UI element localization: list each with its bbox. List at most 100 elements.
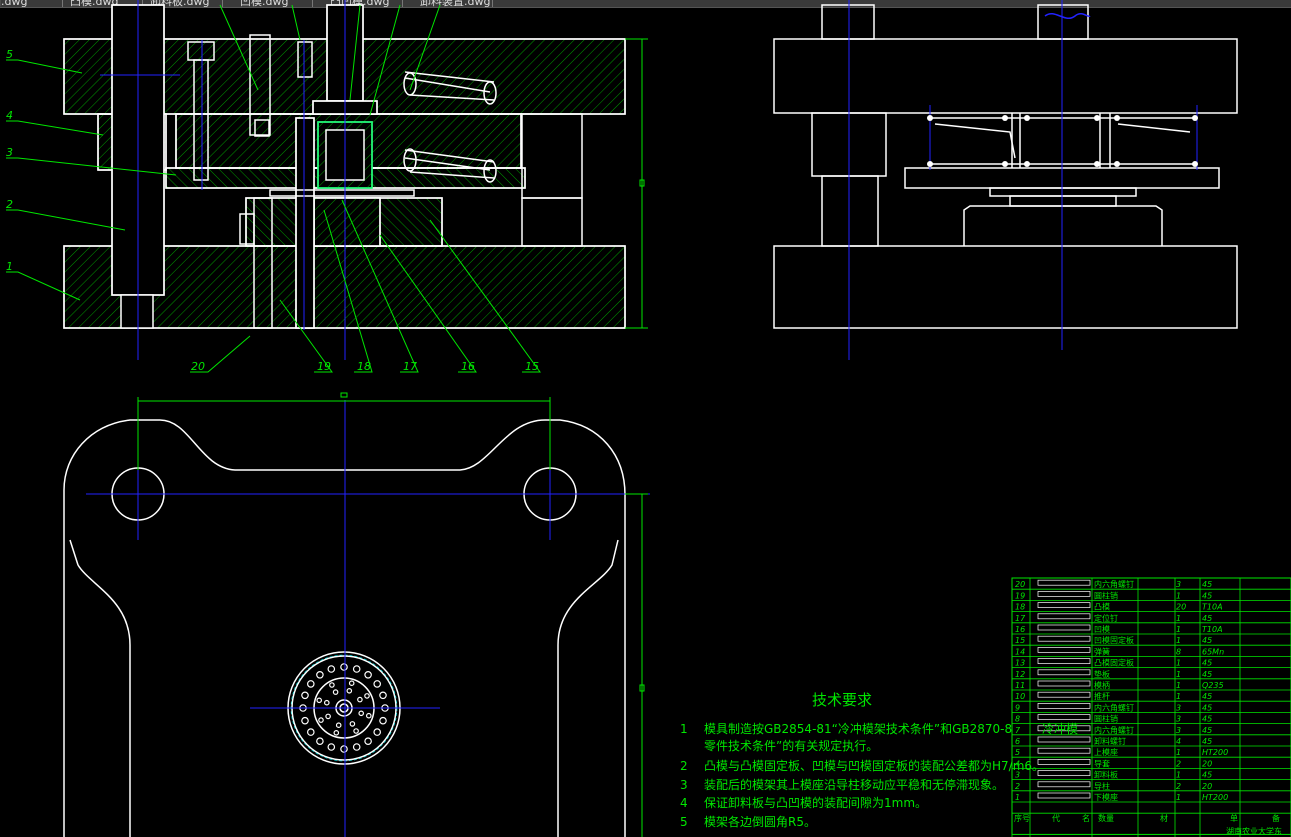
bom-material: Q235 bbox=[1202, 681, 1224, 690]
bom-no: 13 bbox=[1015, 659, 1025, 668]
bom-no: 1 bbox=[1015, 793, 1020, 802]
bom-material: 45 bbox=[1202, 614, 1212, 623]
bom-no: 6 bbox=[1015, 737, 1020, 746]
bom-name: 上模座 bbox=[1094, 747, 1118, 757]
bom-qty: 1 bbox=[1176, 591, 1181, 600]
punch-hole bbox=[340, 663, 348, 671]
bom-name: 凸模 bbox=[1094, 602, 1110, 612]
bom-no: 5 bbox=[1015, 748, 1020, 757]
bom-no: 14 bbox=[1015, 647, 1025, 656]
bom-qty: 3 bbox=[1176, 715, 1181, 724]
part-number: 20 bbox=[191, 360, 205, 373]
bom-header-mat: 材 bbox=[1160, 813, 1168, 823]
bom-material: 45 bbox=[1202, 580, 1212, 589]
bom-no: 11 bbox=[1015, 681, 1025, 690]
file-tab[interactable]: 凸模.dwg bbox=[70, 0, 119, 8]
bom-material: 45 bbox=[1202, 636, 1212, 645]
tab-separator bbox=[492, 0, 493, 7]
bom-code-box bbox=[1037, 602, 1091, 608]
bom-header-wt: 单 bbox=[1230, 813, 1238, 823]
bom-no: 2 bbox=[1015, 782, 1020, 791]
file-tab[interactable]: 凸凹模.dwg bbox=[330, 0, 390, 8]
bom-name: 垫板 bbox=[1094, 669, 1110, 679]
part-number: 4 bbox=[6, 109, 13, 122]
bom-name: 卸料板 bbox=[1094, 770, 1118, 780]
bom-qty: 1 bbox=[1176, 793, 1181, 802]
bom-name: 内六角螺钉 bbox=[1094, 579, 1134, 589]
file-tab[interactable]: 卸料板.dwg bbox=[150, 0, 210, 8]
punch-hole bbox=[327, 743, 336, 751]
front-dimension bbox=[625, 38, 648, 329]
file-tab-bar: 图.dwg 凸模.dwg 卸料板.dwg 凹模.dwg 凸凹模.dwg 卸料装置.dwg bbox=[0, 0, 1291, 8]
bom-header-name: 名 bbox=[1082, 813, 1090, 823]
bom-qty: 3 bbox=[1176, 726, 1181, 735]
tech-req-line: 装配后的模架其上模座沿导柱移动应平稳和无停滞现象。 bbox=[704, 777, 1004, 792]
punch-hole bbox=[306, 728, 315, 736]
tab-separator bbox=[312, 0, 313, 7]
punch-hole bbox=[329, 682, 335, 688]
bom-no: 8 bbox=[1015, 715, 1020, 724]
side-centerlines bbox=[848, 0, 1198, 360]
tech-req-line: 零件技术条件”的有关规定执行。 bbox=[704, 738, 878, 753]
bom-name: 弹簧 bbox=[1094, 646, 1110, 656]
bom-qty: 3 bbox=[1176, 580, 1181, 589]
punch-hole bbox=[365, 712, 372, 719]
bom-qty: 1 bbox=[1176, 625, 1181, 634]
bom-qty: 1 bbox=[1176, 614, 1181, 623]
bom-qty: 1 bbox=[1176, 681, 1181, 690]
bom-qty: 20 bbox=[1176, 603, 1186, 612]
file-tab[interactable]: 图.dwg bbox=[0, 0, 28, 8]
bom-qty: 1 bbox=[1176, 771, 1181, 780]
bom-name: 圆柱销 bbox=[1094, 590, 1118, 600]
bom-code-box bbox=[1037, 658, 1091, 664]
bom-name: 定位钉 bbox=[1094, 613, 1118, 623]
tech-req-num: 3 bbox=[680, 778, 688, 792]
bom-name: 内六角螺钉 bbox=[1094, 725, 1134, 735]
bom-name: 模柄 bbox=[1094, 680, 1110, 690]
tech-req-num: 4 bbox=[680, 796, 688, 810]
bom-qty: 1 bbox=[1176, 670, 1181, 679]
bom-material: 20 bbox=[1202, 782, 1212, 791]
punch-hole bbox=[323, 699, 330, 706]
bom-material: 45 bbox=[1202, 591, 1212, 600]
side-spring-ends bbox=[927, 115, 1198, 167]
file-tab[interactable]: 凹模.dwg bbox=[240, 0, 289, 8]
part-number: 5 bbox=[6, 48, 13, 61]
bom-code-box bbox=[1037, 624, 1091, 631]
bom-name: 推杆 bbox=[1094, 691, 1110, 701]
tab-separator bbox=[402, 0, 403, 7]
part-number: 2 bbox=[6, 198, 13, 211]
tech-req-num: 5 bbox=[680, 815, 688, 829]
punch-hole bbox=[316, 670, 324, 679]
bom-code-box bbox=[1037, 691, 1091, 698]
bom-name: 凸模固定板 bbox=[1094, 658, 1134, 668]
tab-separator bbox=[222, 0, 223, 7]
punch-hole bbox=[379, 691, 387, 700]
overlap-label: 冷冲模 bbox=[1042, 721, 1078, 736]
bom-code-box bbox=[1037, 591, 1091, 597]
tech-req-line: 模具制造按GB2854-81“冷冲模架技术条件”和GB2870-8 bbox=[704, 721, 1012, 736]
punch-hole bbox=[358, 710, 365, 717]
bom-code-box bbox=[1037, 759, 1091, 765]
bom-no: 7 bbox=[1015, 726, 1021, 735]
file-tab[interactable]: 卸料装置.dwg bbox=[420, 0, 491, 8]
tech-req-num: 2 bbox=[680, 759, 688, 773]
punch-hole bbox=[352, 665, 361, 673]
bom-material: 65Mn bbox=[1202, 647, 1224, 656]
tech-req-num: 1 bbox=[680, 722, 688, 736]
part-number: 17 bbox=[403, 360, 417, 373]
bom-no: 18 bbox=[1015, 603, 1025, 612]
punch-hole bbox=[353, 728, 359, 734]
tab-separator bbox=[62, 0, 63, 7]
bom-no: 4 bbox=[1015, 759, 1020, 768]
bom-material: 45 bbox=[1202, 670, 1212, 679]
bom-code-box bbox=[1037, 669, 1091, 676]
bom-name: 内六角螺钉 bbox=[1094, 702, 1134, 712]
bom-material: 45 bbox=[1202, 703, 1212, 712]
bom-qty: 1 bbox=[1176, 659, 1181, 668]
bom-code-box bbox=[1037, 635, 1091, 642]
top-centerlines bbox=[86, 400, 650, 837]
bom-no: 20 bbox=[1015, 580, 1025, 589]
bom-qty: 3 bbox=[1176, 703, 1181, 712]
